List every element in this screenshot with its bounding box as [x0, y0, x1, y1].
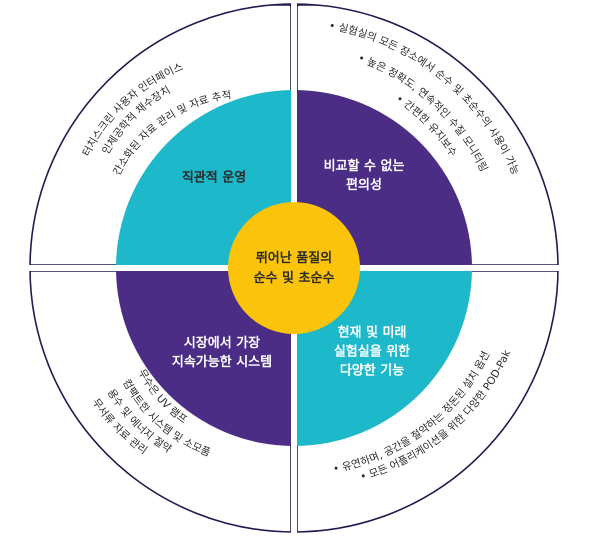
inner-quadrant-tr [294, 90, 472, 268]
quadrant-title-br-2: 다양한 기능 [340, 363, 404, 379]
center-title-line2: 순수 및 초순수 [254, 271, 335, 286]
quadrant-title-br-0: 현재 및 미래 [338, 325, 407, 341]
quadrant-title-tr-0: 비교할 수 없는 [324, 158, 405, 174]
inner-quadrant-tl [116, 90, 294, 268]
quadrant-title-bl-1: 지속가능한 시스템 [172, 354, 272, 370]
inner-quadrant-bl [116, 268, 294, 446]
quadrant-title-tl-0: 직관적 운영 [182, 170, 246, 186]
center-title-line1: 뛰어난 품질의 [256, 250, 332, 266]
quadrant-title-tr-1: 편의성 [346, 177, 382, 193]
inner-quadrant-br [294, 268, 472, 446]
center-circle [228, 202, 360, 334]
quadrant-title-br-1: 실험실을 위한 [334, 344, 410, 360]
quadrant-title-bl-0: 시장에서 가장 [184, 335, 260, 351]
